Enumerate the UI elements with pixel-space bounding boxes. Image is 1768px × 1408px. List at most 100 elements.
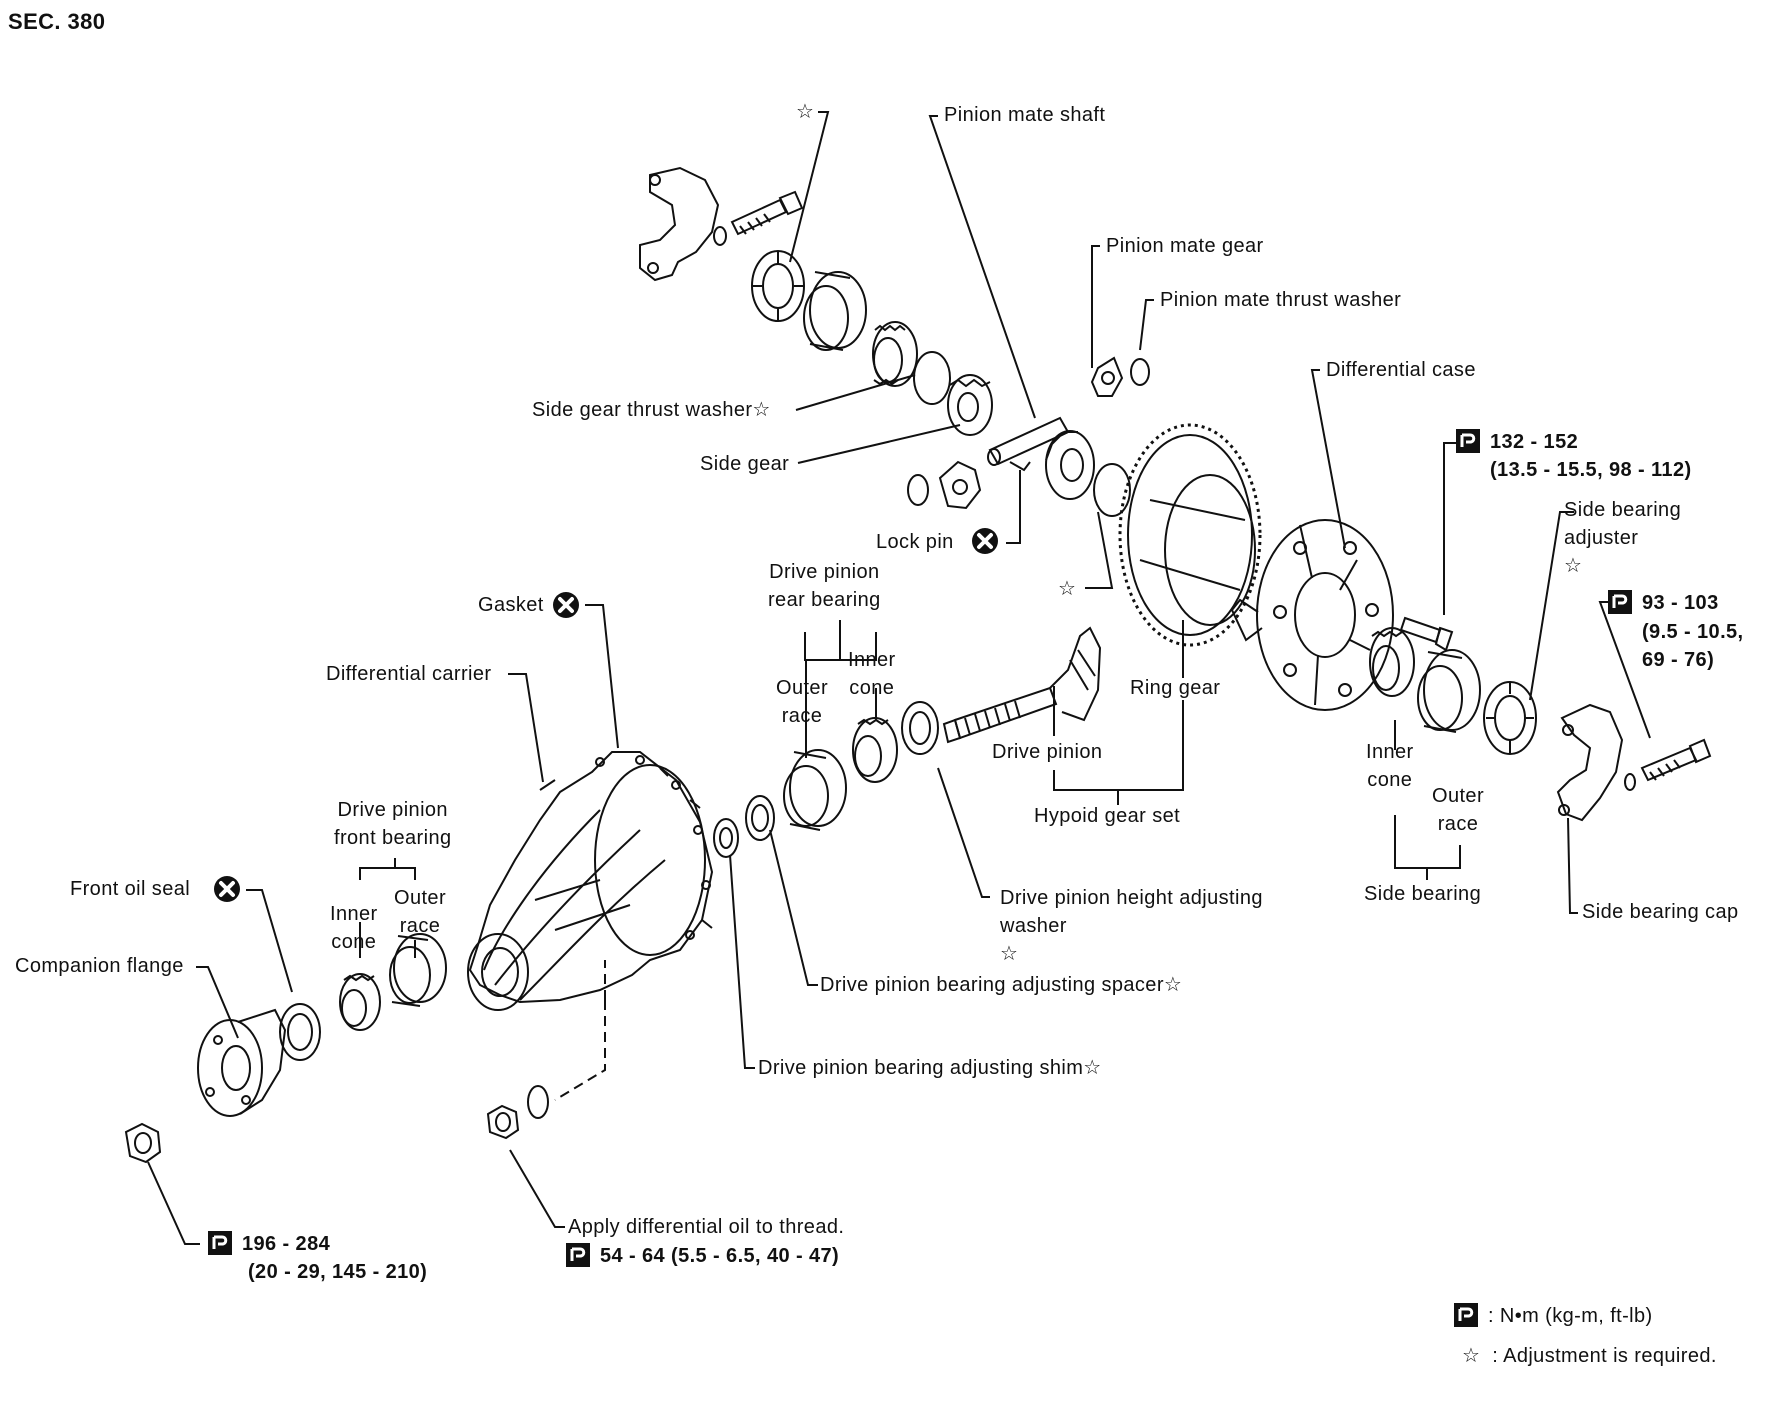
leader-differential-carrier xyxy=(508,673,544,783)
leader-pinion-mate-gear xyxy=(1091,245,1100,368)
lock-pin-x-icon xyxy=(970,526,1000,556)
inner-cone-left xyxy=(872,321,918,387)
torque-wrench-icon xyxy=(1454,1303,1478,1327)
companion-flange xyxy=(197,1008,287,1117)
label-differential-case: Differential case xyxy=(1326,359,1476,381)
label-rear-outer-race: Outer race xyxy=(776,677,829,727)
leader-companion-flange xyxy=(196,966,239,1039)
front-oil-seal xyxy=(279,1003,321,1061)
label-front-inner-cone: Inner cone xyxy=(330,903,378,953)
pinion-mate-gear-left xyxy=(938,460,982,510)
side-bearing-cap-left xyxy=(639,166,720,282)
leader-carrier-dashed xyxy=(554,960,606,1101)
label-drive-pinion-height-washer: Drive pinion height adjusting washer ☆ xyxy=(1000,887,1263,965)
leader-flange-nut-torque xyxy=(147,1161,200,1245)
torque-wrench-icon xyxy=(208,1231,232,1255)
label-drive-pinion: Drive pinion xyxy=(992,741,1103,763)
bearing-adjusting-spacer xyxy=(745,795,775,841)
pinion-mate-shaft xyxy=(987,416,1070,472)
drive-pinion-rear-outer-race xyxy=(783,749,847,831)
label-companion-flange: Companion flange xyxy=(15,955,184,977)
label-differential-carrier: Differential carrier xyxy=(326,663,492,685)
label-side-inner-cone: Inner cone xyxy=(1366,741,1414,791)
label-hypoid-gear-set: Hypoid gear set xyxy=(1034,805,1181,827)
adjust-star-top: ☆ xyxy=(796,101,815,123)
outer-race-left xyxy=(803,271,867,351)
leader-gasket xyxy=(585,604,619,749)
ring-gear xyxy=(1118,423,1262,647)
torque-wrench-icon xyxy=(1608,590,1632,614)
bracket-rear-bearing xyxy=(804,620,877,758)
adjust-star-mid: ☆ xyxy=(1058,578,1077,600)
label-bearing-adjusting-shim: Drive pinion bearing adjusting shim☆ xyxy=(758,1057,1102,1079)
torque-adjuster-conv-1: (9.5 - 10.5, xyxy=(1642,621,1744,643)
label-ring-gear: Ring gear xyxy=(1130,677,1221,699)
drive-pinion-front-outer-race xyxy=(389,933,447,1007)
legend-adjust: ☆ : Adjustment is required. xyxy=(1462,1345,1717,1367)
label-side-gear: Side gear xyxy=(700,453,790,475)
leader-bearing-spacer xyxy=(769,829,818,986)
drive-pinion-height-washer xyxy=(901,701,939,755)
leader-side-gear xyxy=(797,424,961,464)
differential-case xyxy=(1230,519,1394,711)
carrier-nut xyxy=(486,1104,520,1140)
torque-carrier-nut: 54 - 64 (5.5 - 6.5, 40 - 47) xyxy=(566,1242,839,1270)
leader-side-bearing-cap xyxy=(1567,817,1578,914)
torque-wrench-icon xyxy=(1456,429,1480,453)
drive-pinion-front-inner-cone xyxy=(339,973,381,1031)
label-side-bearing-cap: Side bearing cap xyxy=(1582,901,1739,923)
cap-bolt-right xyxy=(1624,738,1712,791)
leader-torque-adjuster xyxy=(1598,601,1651,739)
side-gear-thrust-washer-top xyxy=(913,351,951,405)
torque-adjuster-conv-2: 69 - 76) xyxy=(1642,649,1715,671)
leader-pinion-mate-shaft xyxy=(928,115,1036,419)
side-bearing-adjuster-left xyxy=(751,250,805,322)
leader-bolt-torque-top xyxy=(1443,442,1458,615)
label-gasket: Gasket xyxy=(478,594,544,616)
label-apply-oil: Apply differential oil to thread. xyxy=(568,1216,845,1238)
drive-pinion-rear-inner-cone xyxy=(852,717,898,783)
label-bearing-adjusting-spacer: Drive pinion bearing adjusting spacer☆ xyxy=(820,974,1183,996)
differential-carrier xyxy=(467,751,714,1011)
torque-side-bearing-adjuster: 93 - 103 xyxy=(1608,589,1719,617)
label-front-outer-race: Outer race xyxy=(394,887,447,937)
gasket-x-icon xyxy=(551,590,581,620)
leader-pinion-mate-thrust-washer xyxy=(1139,299,1154,351)
star-icon: ☆ xyxy=(1462,1345,1481,1367)
companion-flange-nut xyxy=(124,1122,162,1164)
label-rear-inner-cone: Inner cone xyxy=(848,649,896,699)
outer-race-right xyxy=(1417,649,1481,733)
leader-side-bearing-adjuster xyxy=(1529,511,1574,701)
label-drive-pinion-front-bearing: Drive pinion front bearing xyxy=(334,799,452,849)
bracket-hypoid xyxy=(1053,700,1184,805)
label-drive-pinion-rear-bearing: Drive pinion rear bearing xyxy=(768,561,881,611)
bracket-front-bearing xyxy=(359,858,416,958)
label-lock-pin: Lock pin xyxy=(876,531,954,553)
label-side-bearing: Side bearing xyxy=(1364,883,1482,905)
bearing-adjusting-shim xyxy=(713,818,739,858)
label-pinion-mate-thrust-washer: Pinion mate thrust washer xyxy=(1160,289,1402,311)
side-bearing-cap-right xyxy=(1556,703,1624,822)
side-gear-thrust-washer-lower xyxy=(1093,463,1131,517)
side-bearing-bolt xyxy=(1399,616,1454,652)
pinion-mate-thrust-washer-top xyxy=(1130,358,1150,386)
side-gear-top xyxy=(947,374,993,436)
torque-side-bearing-cap-bolt: 132 - 152 xyxy=(1456,428,1578,456)
torque-companion-flange-nut: 196 - 284 xyxy=(208,1230,330,1258)
label-side-outer-race: Outer race xyxy=(1432,785,1485,835)
front-oil-seal-x-icon xyxy=(212,874,242,904)
leader-height-washer xyxy=(937,767,990,898)
torque-side-bearing-cap-bolt-conv: (13.5 - 15.5, 98 - 112) xyxy=(1490,459,1692,481)
cap-bolt-left xyxy=(713,190,804,246)
label-side-gear-thrust-washer: Side gear thrust washer☆ xyxy=(532,399,771,421)
label-pinion-mate-shaft: Pinion mate shaft xyxy=(944,104,1106,126)
leader-lock-pin xyxy=(1006,470,1021,544)
leader-front-oil-seal xyxy=(246,889,293,993)
torque-companion-flange-nut-conv: (20 - 29, 145 - 210) xyxy=(248,1261,428,1283)
section-number: SEC. 380 xyxy=(8,9,106,34)
bracket-side-bearing xyxy=(1394,720,1461,880)
label-side-bearing-adjuster: Side bearing adjuster ☆ xyxy=(1564,499,1682,577)
inner-cone-right xyxy=(1369,627,1415,697)
